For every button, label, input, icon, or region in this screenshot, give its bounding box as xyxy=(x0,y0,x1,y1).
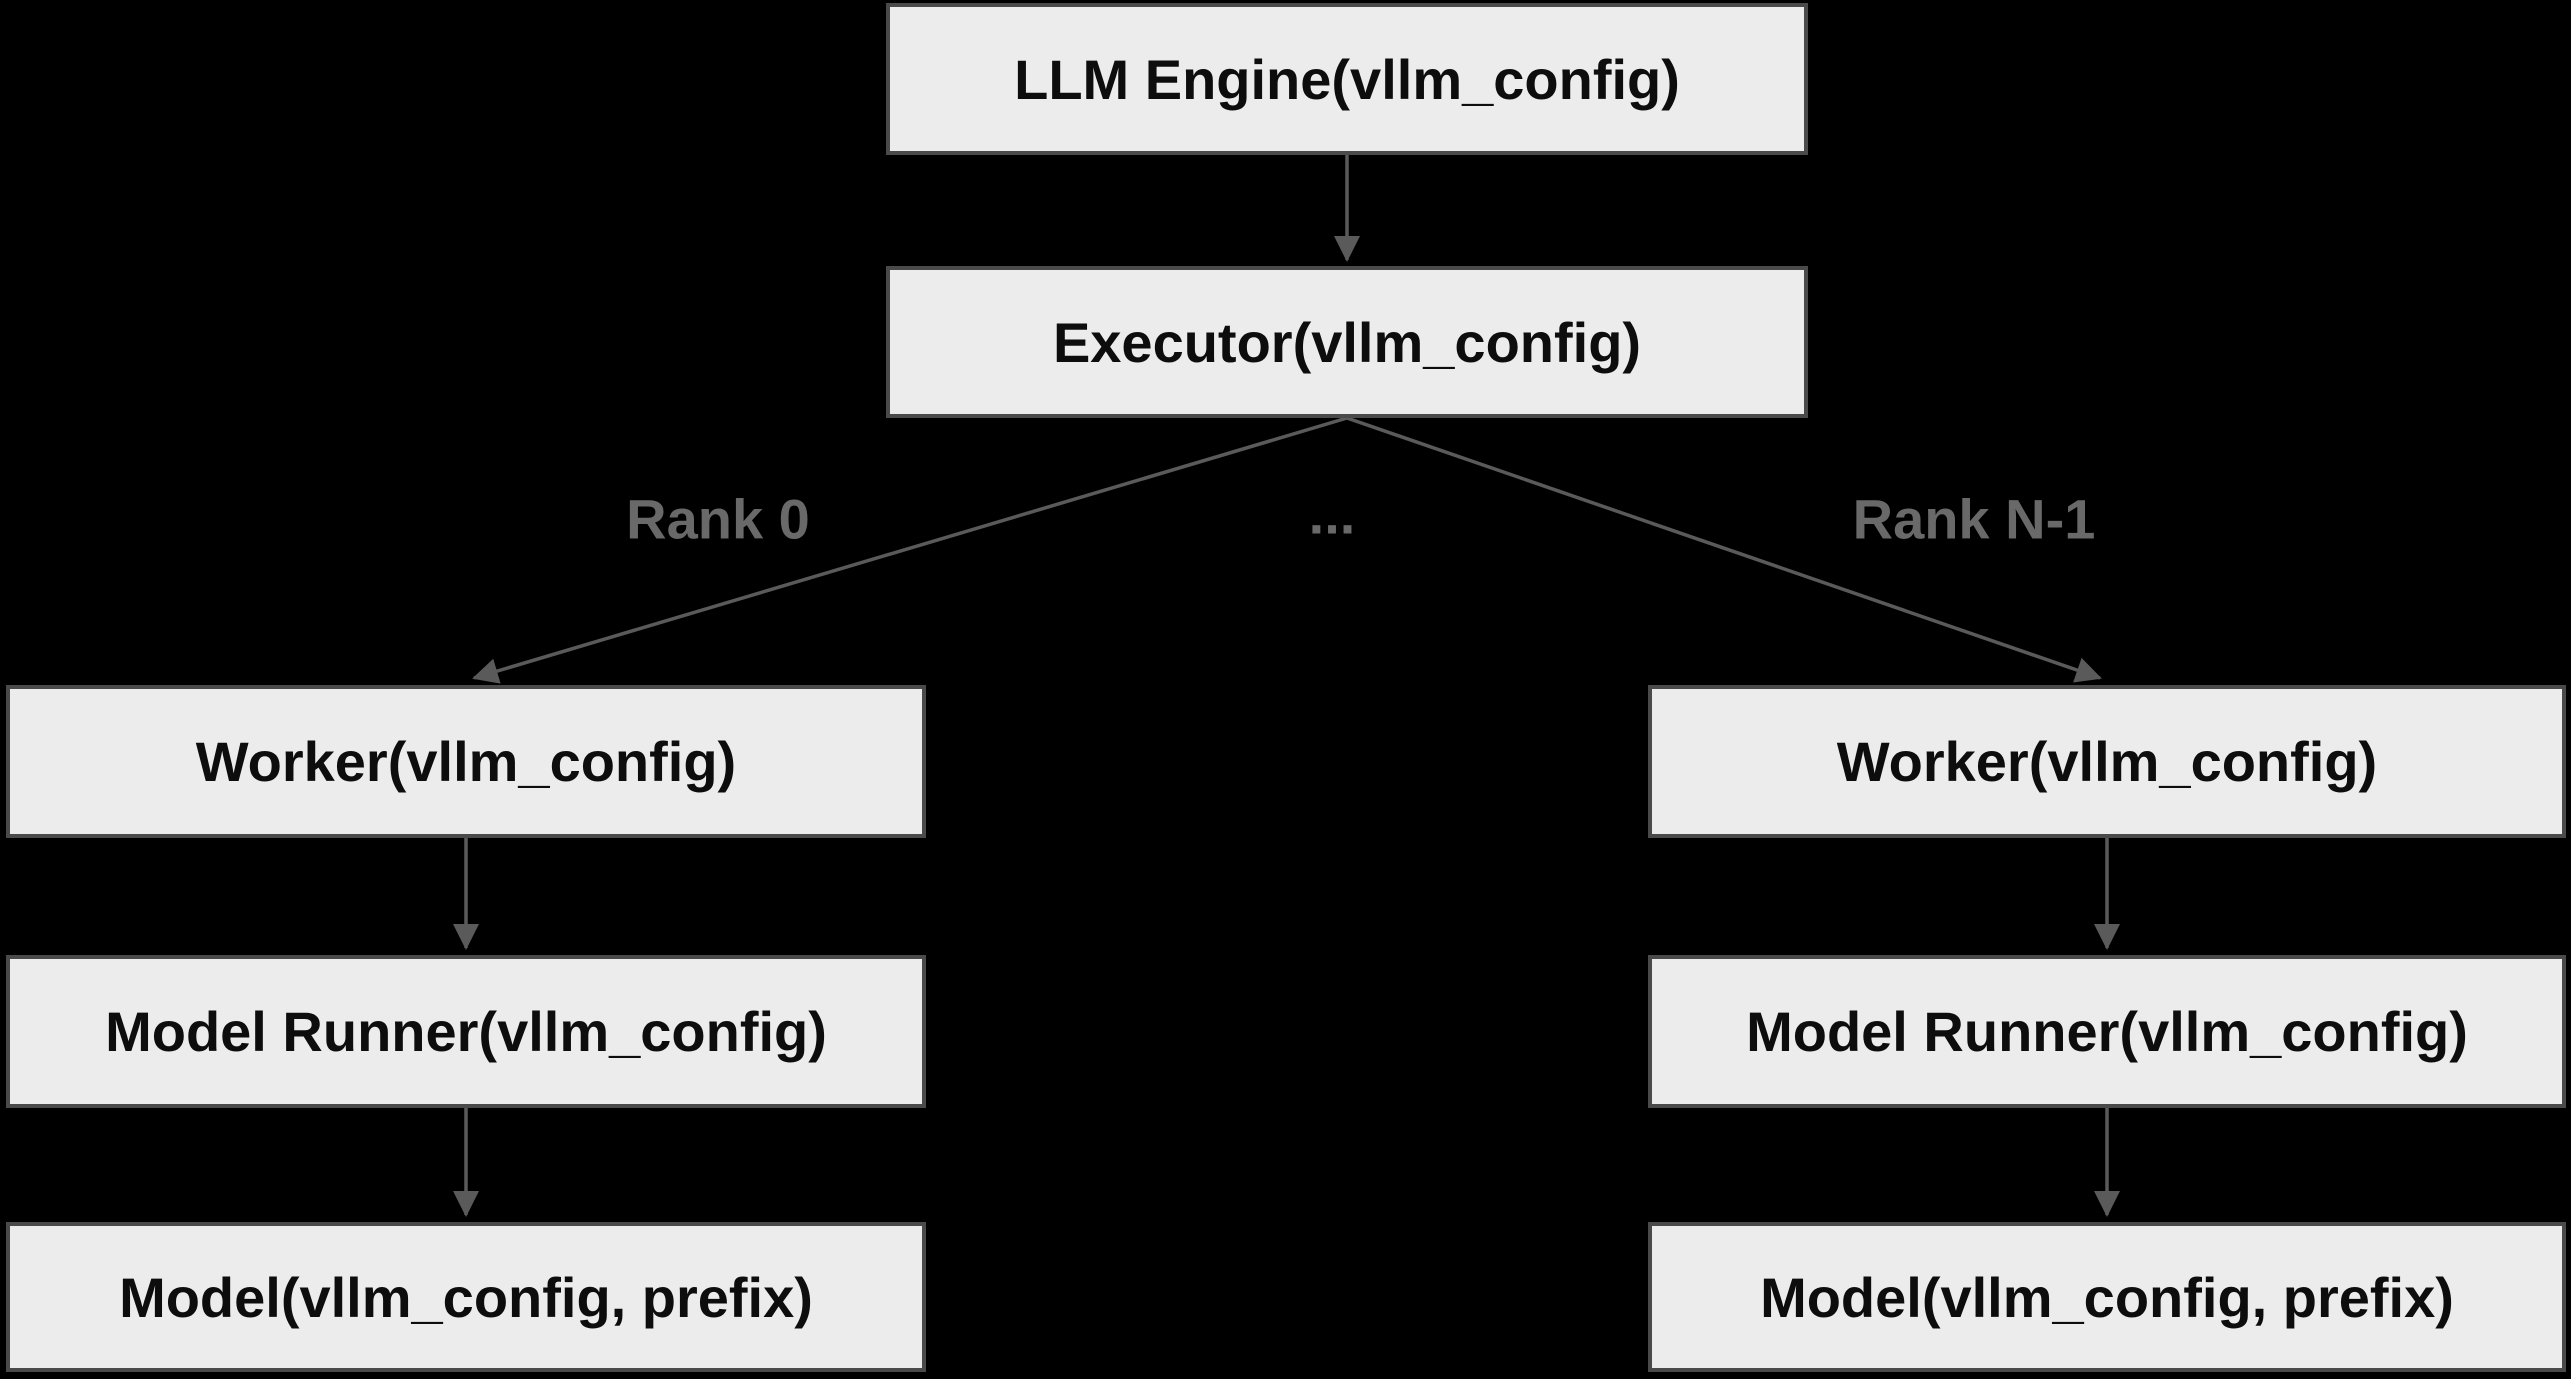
node-model-runner-right: Model Runner(vllm_config) xyxy=(1648,955,2566,1108)
node-model-runner-left: Model Runner(vllm_config) xyxy=(6,955,926,1108)
node-executor-label: Executor(vllm_config) xyxy=(1052,310,1642,374)
node-executor: Executor(vllm_config) xyxy=(886,266,1808,418)
node-model-right: Model(vllm_config, prefix) xyxy=(1648,1222,2566,1372)
node-model-left: Model(vllm_config, prefix) xyxy=(6,1222,926,1372)
edge-executor-to-worker-left xyxy=(472,416,1348,684)
node-worker-left: Worker(vllm_config) xyxy=(6,685,926,838)
node-model-right-label: Model(vllm_config, prefix) xyxy=(1760,1265,2454,1329)
node-llm-engine-label: LLM Engine(vllm_config) xyxy=(1014,47,1680,111)
node-worker-right-label: Worker(vllm_config) xyxy=(1836,730,2378,793)
node-model-left-label: Model(vllm_config, prefix) xyxy=(119,1265,813,1329)
node-llm-engine: LLM Engine(vllm_config) xyxy=(886,3,1808,155)
node-model-runner-right-label: Model Runner(vllm_config) xyxy=(1746,1000,2468,1063)
edge-label-ellipsis: ... xyxy=(1308,482,1356,546)
node-worker-right: Worker(vllm_config) xyxy=(1648,685,2566,838)
node-model-runner-left-label: Model Runner(vllm_config) xyxy=(105,1000,827,1063)
node-worker-left-label: Worker(vllm_config) xyxy=(195,730,737,793)
edge-label-rank-0: Rank 0 xyxy=(626,487,810,551)
edge-executor-to-worker-right xyxy=(1346,416,2102,683)
edge-label-rank-n-1: Rank N-1 xyxy=(1852,487,2096,551)
